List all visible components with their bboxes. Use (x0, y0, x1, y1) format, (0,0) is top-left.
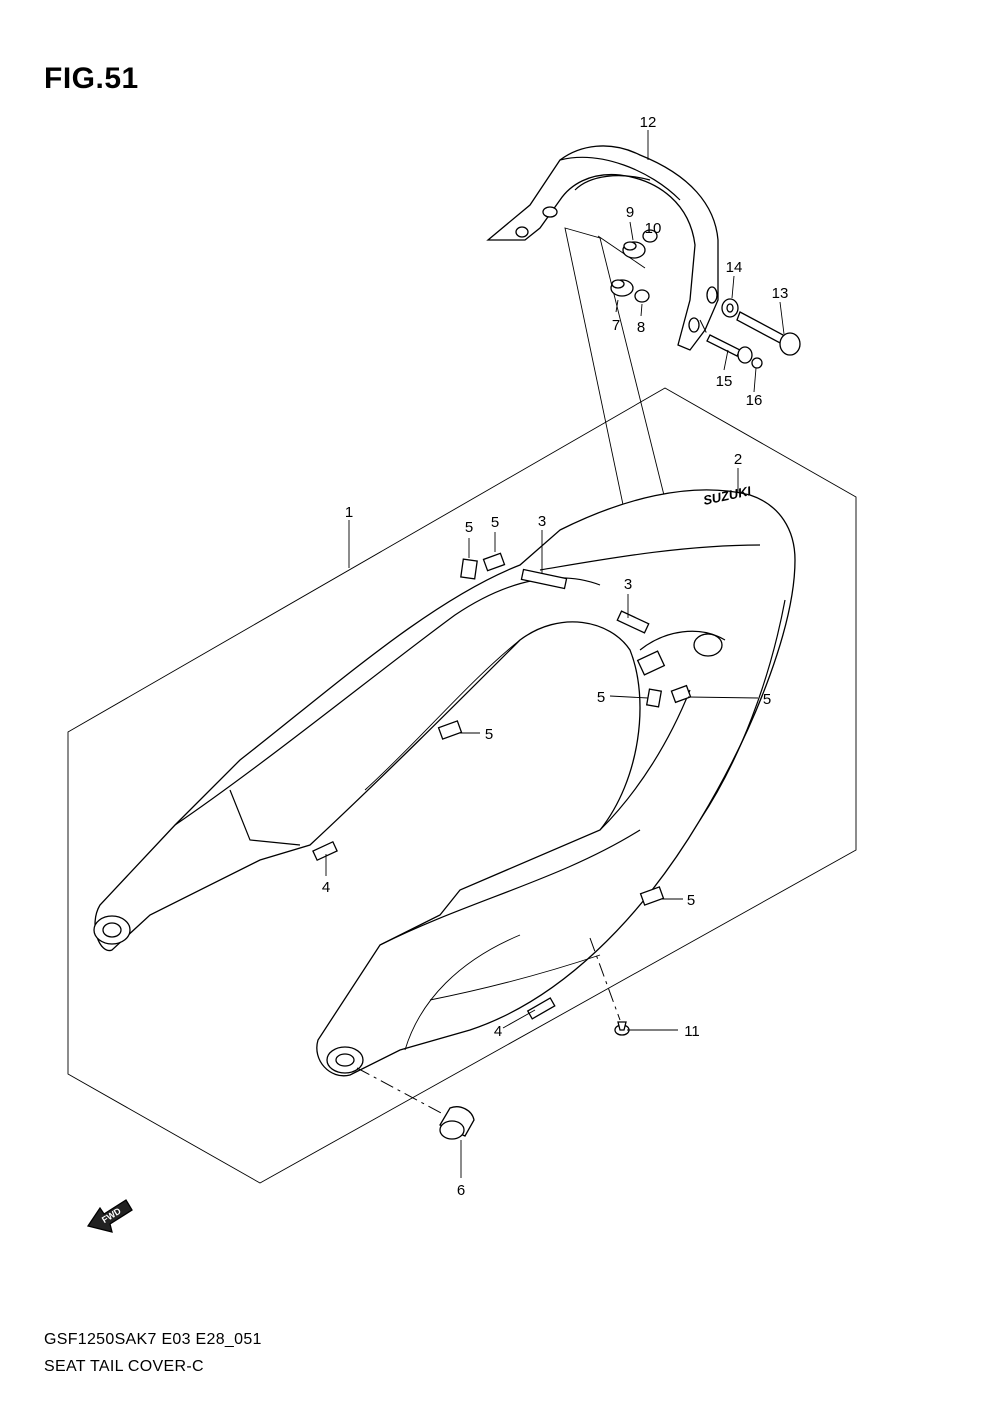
decal-tapes (312, 552, 692, 1020)
callout-1: 1 (345, 504, 353, 521)
callout-16: 16 (746, 392, 763, 409)
callout-15: 15 (716, 373, 733, 390)
rail-bushings (610, 229, 658, 303)
model-code: GSF1250SAK7 E03 E28_051 (44, 1331, 262, 1348)
callout-5: 5 (763, 691, 771, 708)
figure-title: FIG.51 (44, 62, 139, 95)
callout-5: 5 (687, 892, 695, 909)
leader-lines (325, 130, 785, 1178)
callout-9: 9 (626, 204, 634, 221)
screw-part (589, 937, 630, 1036)
fwd-arrow-icon: FWD (86, 1199, 133, 1233)
callout-14: 14 (726, 259, 743, 276)
callout-5: 5 (597, 689, 605, 706)
callout-3: 3 (538, 513, 546, 530)
callout-12: 12 (640, 114, 657, 131)
assembly-boundary (67, 387, 857, 1184)
grab-rail (486, 145, 719, 351)
callout-2: 2 (734, 451, 742, 468)
section-name: SEAT TAIL COVER-C (44, 1358, 204, 1375)
callout-5: 5 (491, 514, 499, 531)
seat-tail-cover (93, 489, 796, 1077)
rubber-cushion (356, 1067, 475, 1140)
callout-5: 5 (485, 726, 493, 743)
callout-8: 8 (637, 319, 645, 336)
rail-bolts (699, 298, 801, 369)
callout-11: 11 (684, 1023, 700, 1040)
callout-6: 6 (457, 1182, 465, 1199)
callout-10: 10 (645, 220, 662, 237)
callout-labels: 1 2 3 3 4 4 5 5 5 5 5 5 6 7 8 9 10 11 12… (322, 114, 789, 1199)
callout-4: 4 (322, 879, 330, 896)
callout-13: 13 (772, 285, 789, 302)
callout-4: 4 (494, 1023, 502, 1040)
callout-5: 5 (465, 519, 473, 536)
callout-7: 7 (612, 317, 620, 334)
callout-3: 3 (624, 576, 632, 593)
